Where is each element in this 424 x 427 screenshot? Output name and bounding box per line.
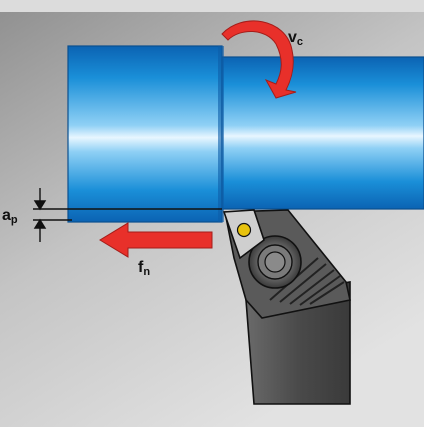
feed-arrow [99,222,213,258]
label-ap: ap [2,207,18,226]
top-strip [0,0,424,12]
workpiece-shoulder [218,46,224,222]
clamp-screw-center [264,251,286,273]
insert-center-gold [236,222,252,238]
label-fn: fn [138,259,150,278]
label-vc: vc [288,29,303,48]
workpiece-uncut-section [67,45,223,223]
depth-of-cut-dimension [33,188,222,242]
rotation-arrow [221,20,297,99]
workpiece-machined-section [221,56,424,210]
